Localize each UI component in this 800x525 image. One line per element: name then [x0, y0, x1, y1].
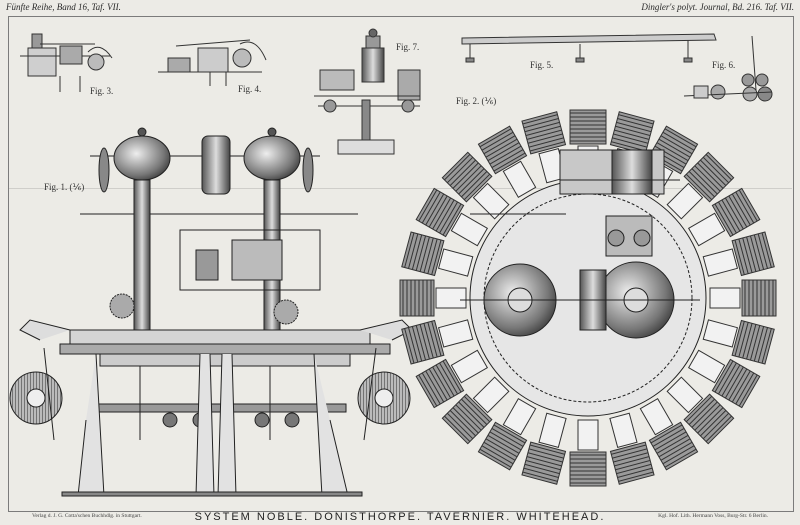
comb-segment — [441, 151, 510, 220]
figure-1-drawing — [9, 127, 413, 497]
figure-1-label: Fig. 1. (⅙) — [44, 182, 85, 192]
figure-2-center — [460, 149, 707, 417]
figure-7-drawing — [314, 28, 421, 155]
comb-segment — [415, 349, 489, 409]
plate-frame — [8, 16, 794, 512]
publisher-note: Verlag d. J. G. Cotta'schen Buchhdlg. in… — [32, 513, 142, 519]
comb-segment — [401, 231, 474, 277]
plate-title: SYSTEM NOBLE. DONISTHORPE. TAVERNIER. WH… — [194, 511, 606, 523]
comb-segment — [401, 319, 474, 365]
printer-note: Kgl. Hof. Lith. Hermann Voss, Burg-Str. … — [658, 513, 768, 519]
comb-segment — [687, 349, 761, 409]
fold-line — [8, 188, 792, 189]
comb-segment — [702, 319, 775, 365]
comb-segment — [521, 412, 567, 485]
comb-segment — [521, 111, 567, 184]
comb-segment — [441, 376, 510, 445]
figure-2-drawing — [399, 109, 777, 487]
comb-segment — [399, 279, 467, 317]
comb-segment — [666, 151, 735, 220]
figure-3-label: Fig. 3. — [90, 86, 114, 96]
figure-3-drawing — [20, 33, 113, 92]
figure-7-label: Fig. 7. — [396, 42, 420, 52]
comb-segment — [415, 187, 489, 247]
comb-segment — [609, 412, 655, 485]
figure-6-drawing — [683, 35, 773, 102]
comb-segment — [639, 397, 699, 471]
figure-5-drawing — [461, 33, 717, 63]
comb-segment — [569, 419, 607, 487]
comb-segment — [477, 125, 537, 199]
figure-6-label: Fig. 6. — [712, 60, 736, 70]
figure-4-drawing — [158, 39, 267, 86]
comb-segment — [666, 376, 735, 445]
figure-5-label: Fig. 5. — [530, 60, 554, 70]
comb-segment — [702, 231, 775, 277]
figure-4-label: Fig. 4. — [238, 84, 262, 94]
figure-2-label: Fig. 2. (⅙) — [456, 96, 497, 106]
header-right: Dingler's polyt. Journal, Bd. 216. Taf. … — [641, 2, 794, 12]
comb-segment — [709, 279, 777, 317]
header-left: Fünfte Reihe, Band 16, Taf. VII. — [6, 2, 121, 12]
comb-segment — [687, 187, 761, 247]
comb-segment — [477, 397, 537, 471]
